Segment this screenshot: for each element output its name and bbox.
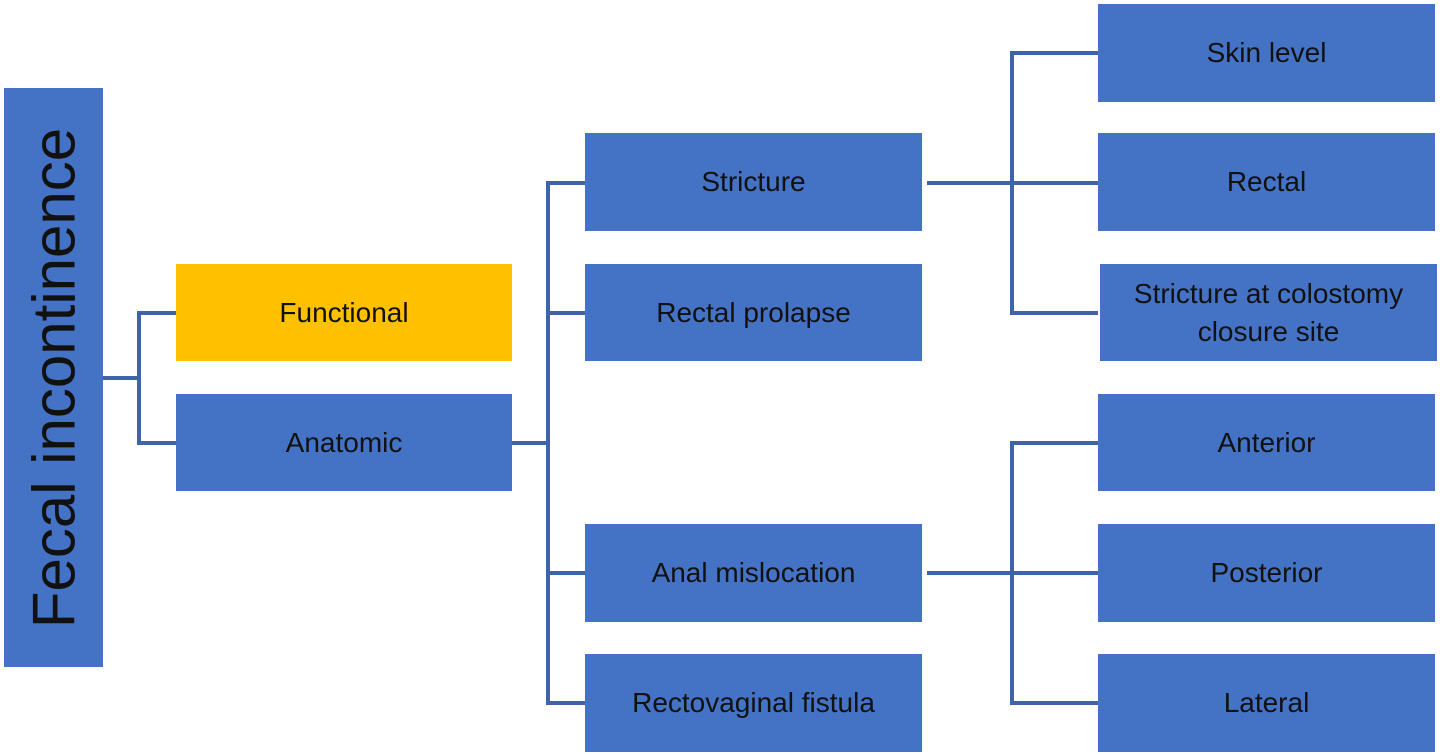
node-label: Rectal xyxy=(1226,166,1307,197)
node-anal-mislocation: Anal mislocation xyxy=(585,524,922,622)
node-label: Rectovaginal fistula xyxy=(632,687,875,718)
node-functional: Functional xyxy=(176,264,512,361)
root-label: Fecal incontinence xyxy=(20,127,87,628)
node-label: Stricture at colostomy closure site xyxy=(1133,277,1404,347)
node-label: Anterior xyxy=(1217,426,1316,458)
node-anatomic: Anatomic xyxy=(176,394,512,491)
node-rectovaginal-fistula: Rectovaginal fistula xyxy=(585,654,922,752)
node-label: Anatomic xyxy=(285,426,403,458)
node-label: Stricture xyxy=(701,166,806,197)
node-posterior: Posterior xyxy=(1098,524,1435,622)
node-label: Posterior xyxy=(1210,557,1323,588)
connector-level2-bracket xyxy=(546,181,585,705)
node-stricture: Stricture xyxy=(585,133,922,231)
node-anterior: Anterior xyxy=(1098,394,1435,491)
node-label: Functional xyxy=(279,296,409,328)
node-label: Anal mislocation xyxy=(651,557,856,588)
node-rectal: Rectal xyxy=(1098,133,1435,231)
node-stricture-colostomy-closure: Stricture at colostomy closure site xyxy=(1100,264,1437,361)
node-lateral: Lateral xyxy=(1098,654,1435,752)
node-rectal-prolapse: Rectal prolapse xyxy=(585,264,922,361)
node-label: Skin level xyxy=(1206,37,1327,68)
node-fecal-incontinence: Fecal incontinence xyxy=(4,88,103,667)
node-skin-level: Skin level xyxy=(1098,4,1435,102)
connector-level1-bracket xyxy=(137,311,176,445)
node-label: Lateral xyxy=(1223,687,1310,718)
node-label: Rectal prolapse xyxy=(656,296,851,328)
